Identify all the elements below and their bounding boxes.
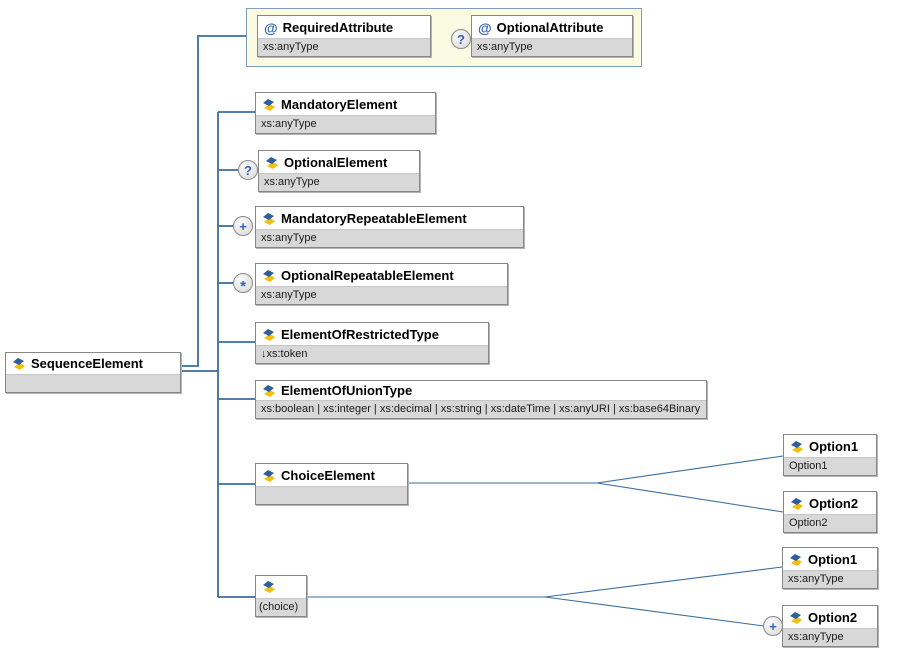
node-choice-group[interactable]: (choice) — [255, 575, 307, 617]
choice-element-title: ChoiceElement — [256, 464, 407, 486]
element-icon — [263, 98, 275, 111]
attribute-at-icon: @ — [264, 19, 278, 36]
element-icon — [263, 384, 275, 397]
optional-attribute-title: @ OptionalAttribute — [472, 16, 632, 38]
element-icon — [266, 156, 278, 169]
optional-attribute-type: xs:anyType — [472, 38, 632, 56]
element-icon — [263, 212, 275, 225]
node-optional-attribute[interactable]: @ OptionalAttribute xs:anyType — [471, 15, 633, 57]
choice-option1-title: Option1 — [784, 435, 876, 457]
node-mandatory-repeatable-element[interactable]: MandatoryRepeatableElement xs:anyType — [255, 206, 524, 248]
mandatory-element-type: xs:anyType — [256, 115, 435, 133]
group-option1-type: xs:anyType — [783, 570, 877, 588]
mandatory-element-title: MandatoryElement — [256, 93, 435, 115]
node-sequence-element[interactable]: SequenceElement — [5, 352, 181, 393]
occurrence-optional-badge: ? — [451, 29, 471, 49]
sequence-element-title: SequenceElement — [6, 353, 180, 374]
attribute-at-icon: @ — [478, 19, 492, 36]
element-icon — [791, 497, 803, 510]
node-element-of-union-type[interactable]: ElementOfUnionType xs:boolean | xs:integ… — [255, 380, 707, 419]
node-group-option1[interactable]: Option1 xs:anyType — [782, 547, 878, 589]
choice-option2-title: Option2 — [784, 492, 876, 514]
node-group-option2[interactable]: Option2 xs:anyType — [782, 605, 878, 647]
choice-group-title — [256, 576, 306, 598]
node-choice-option1[interactable]: Option1 Option1 — [783, 434, 877, 476]
group-option1-title: Option1 — [783, 548, 877, 570]
required-attribute-title: @ RequiredAttribute — [258, 16, 430, 38]
sequence-element-sub — [6, 374, 180, 392]
mandatory-element-label: MandatoryElement — [281, 97, 398, 112]
choice-element-sub — [256, 486, 407, 504]
group-option2-label: Option2 — [808, 610, 858, 625]
occurrence-optional-repeat-badge: * — [233, 273, 253, 295]
optional-repeatable-element-title: OptionalRepeatableElement — [256, 264, 507, 286]
choice-group-label: (choice) — [256, 598, 306, 616]
element-icon — [790, 611, 802, 624]
node-choice-element[interactable]: ChoiceElement — [255, 463, 408, 505]
element-of-restricted-type-title: ElementOfRestrictedType — [256, 323, 488, 345]
choice-icon — [263, 581, 275, 593]
attribute-group-box: @ RequiredAttribute xs:anyType ? @ Optio… — [246, 8, 642, 67]
element-of-restricted-type-label: ElementOfRestrictedType — [281, 327, 439, 342]
optional-element-type: xs:anyType — [259, 173, 419, 191]
node-optional-repeatable-element[interactable]: OptionalRepeatableElement xs:anyType — [255, 263, 508, 305]
node-required-attribute[interactable]: @ RequiredAttribute xs:anyType — [257, 15, 431, 57]
element-icon — [263, 328, 275, 341]
element-of-union-type-title: ElementOfUnionType — [256, 381, 706, 400]
choice-option2-label: Option2 — [809, 496, 859, 511]
optional-element-label: OptionalElement — [284, 155, 388, 170]
mandatory-repeatable-element-title: MandatoryRepeatableElement — [256, 207, 523, 229]
node-choice-option2[interactable]: Option2 Option2 — [783, 491, 877, 533]
sequence-element-label: SequenceElement — [31, 356, 143, 371]
occurrence-required-repeat-badge: + — [763, 616, 783, 636]
element-of-restricted-type-type: ↓xs:token — [256, 345, 488, 363]
choice-option1-type: Option1 — [784, 457, 876, 475]
group-option2-type: xs:anyType — [783, 628, 877, 646]
node-optional-element[interactable]: OptionalElement xs:anyType — [258, 150, 420, 192]
element-icon — [263, 269, 275, 282]
choice-option2-type: Option2 — [784, 514, 876, 532]
optional-attribute-label: OptionalAttribute — [496, 20, 604, 35]
element-icon — [263, 469, 275, 482]
occurrence-required-repeat-badge: + — [233, 216, 253, 236]
optional-repeatable-element-type: xs:anyType — [256, 286, 507, 304]
required-attribute-label: RequiredAttribute — [282, 20, 394, 35]
optional-repeatable-element-label: OptionalRepeatableElement — [281, 268, 454, 283]
element-icon — [790, 553, 802, 566]
required-attribute-type: xs:anyType — [258, 38, 430, 56]
occurrence-optional-badge: ? — [238, 160, 258, 180]
choice-element-label: ChoiceElement — [281, 468, 375, 483]
element-icon — [13, 357, 25, 370]
group-option2-title: Option2 — [783, 606, 877, 628]
mandatory-repeatable-element-type: xs:anyType — [256, 229, 523, 247]
choice-option1-label: Option1 — [809, 439, 859, 454]
mandatory-repeatable-element-label: MandatoryRepeatableElement — [281, 211, 467, 226]
node-element-of-restricted-type[interactable]: ElementOfRestrictedType ↓xs:token — [255, 322, 489, 364]
node-mandatory-element[interactable]: MandatoryElement xs:anyType — [255, 92, 436, 134]
element-of-union-type-label: ElementOfUnionType — [281, 383, 413, 398]
element-icon — [791, 440, 803, 453]
optional-element-title: OptionalElement — [259, 151, 419, 173]
element-of-union-type-type: xs:boolean | xs:integer | xs:decimal | x… — [256, 400, 706, 418]
group-option1-label: Option1 — [808, 552, 858, 567]
